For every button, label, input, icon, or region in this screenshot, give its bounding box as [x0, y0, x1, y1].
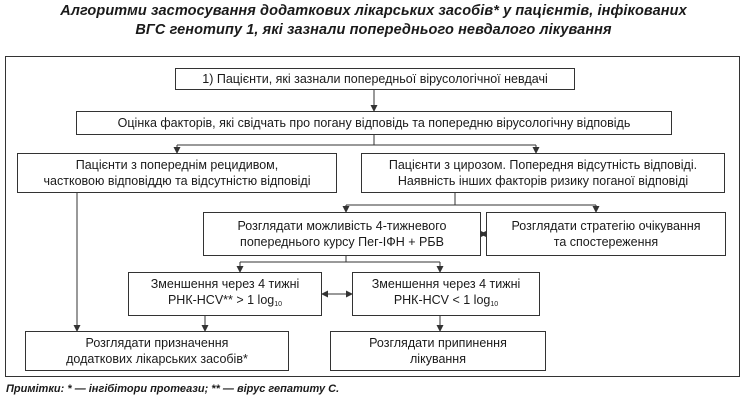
node-prior-virologic-failure: 1) Пацієнти, які зазнали попередньої вір… — [175, 68, 575, 90]
node-consider-leadin: Розглядати можливість 4-тижневого попере… — [203, 212, 481, 256]
node-consider-stopping: Розглядати припинення лікування — [330, 331, 546, 371]
diagram-title: Алгоритми застосування додаткових лікарс… — [0, 2, 747, 40]
node-decline-lt-1log: Зменшення через 4 тижні РНК-HCV < 1 log1… — [352, 272, 540, 316]
node-assess-factors: Оцінка факторів, які свідчать про погану… — [76, 111, 672, 135]
node-consider-additional-drugs: Розглядати призначення додаткових лікарс… — [25, 331, 289, 371]
node-watchful-waiting: Розглядати стратегію очікування та спост… — [486, 212, 726, 256]
node-relapse-partial-response: Пацієнти з попереднім рецидивом, частков… — [17, 153, 337, 193]
footnote-text: * — інгібітори протеази; ** — вірус гепа… — [64, 383, 340, 395]
title-line-2: ВГС генотипу 1, які зазнали попереднього… — [135, 22, 612, 38]
node-cirrhosis-no-response: Пацієнти з цирозом. Попередня відсутніст… — [361, 153, 725, 193]
footnote: Примітки: * — інгібітори протеази; ** — … — [6, 383, 339, 395]
node-decline-gt-1log: Зменшення через 4 тижні РНК-HCV** > 1 lo… — [128, 272, 322, 316]
footnote-label: Примітки: — [6, 383, 65, 395]
diagram-frame — [5, 56, 740, 377]
title-line-1: Алгоритми застосування додаткових лікарс… — [60, 3, 687, 19]
